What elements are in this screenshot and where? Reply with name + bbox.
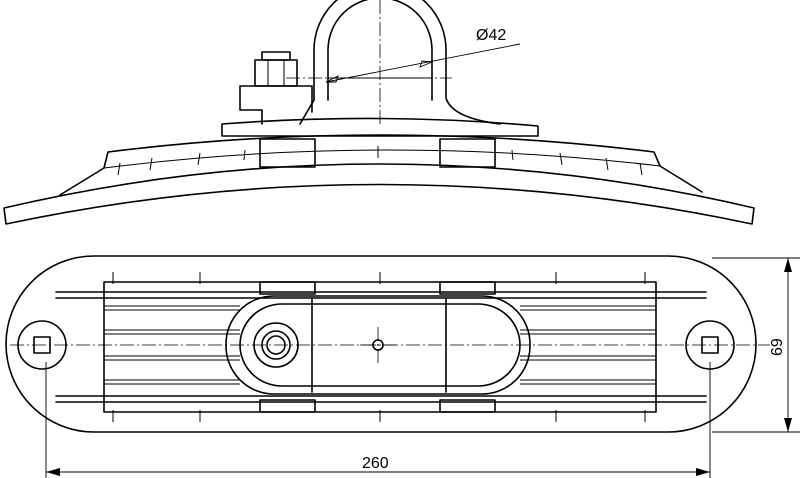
hex-nut	[254, 59, 298, 87]
grooves	[104, 305, 656, 385]
saddle-rail	[59, 134, 703, 196]
pipe-clamp-bracket	[299, 0, 501, 125]
saddle-top	[221, 117, 539, 137]
diameter-label: Ø42	[476, 27, 506, 44]
clamp-pad-left	[259, 138, 316, 168]
diameter-leader	[325, 43, 521, 83]
clamp-pad-right	[439, 138, 496, 168]
length-label: 260	[362, 455, 389, 472]
length-dimension: 260	[45, 362, 711, 478]
plan-view	[5, 255, 770, 433]
rails	[55, 291, 707, 403]
serrations	[117, 146, 643, 176]
width-dimension: 69	[712, 257, 800, 433]
pipe-clamp-inner	[327, 0, 433, 101]
base-plate	[3, 163, 755, 225]
bracket-foot	[239, 85, 313, 125]
plan-serrations	[112, 272, 646, 422]
base-plate-outline	[5, 255, 757, 433]
side-view: Ø42	[3, 0, 755, 225]
width-label: 69	[769, 338, 786, 356]
